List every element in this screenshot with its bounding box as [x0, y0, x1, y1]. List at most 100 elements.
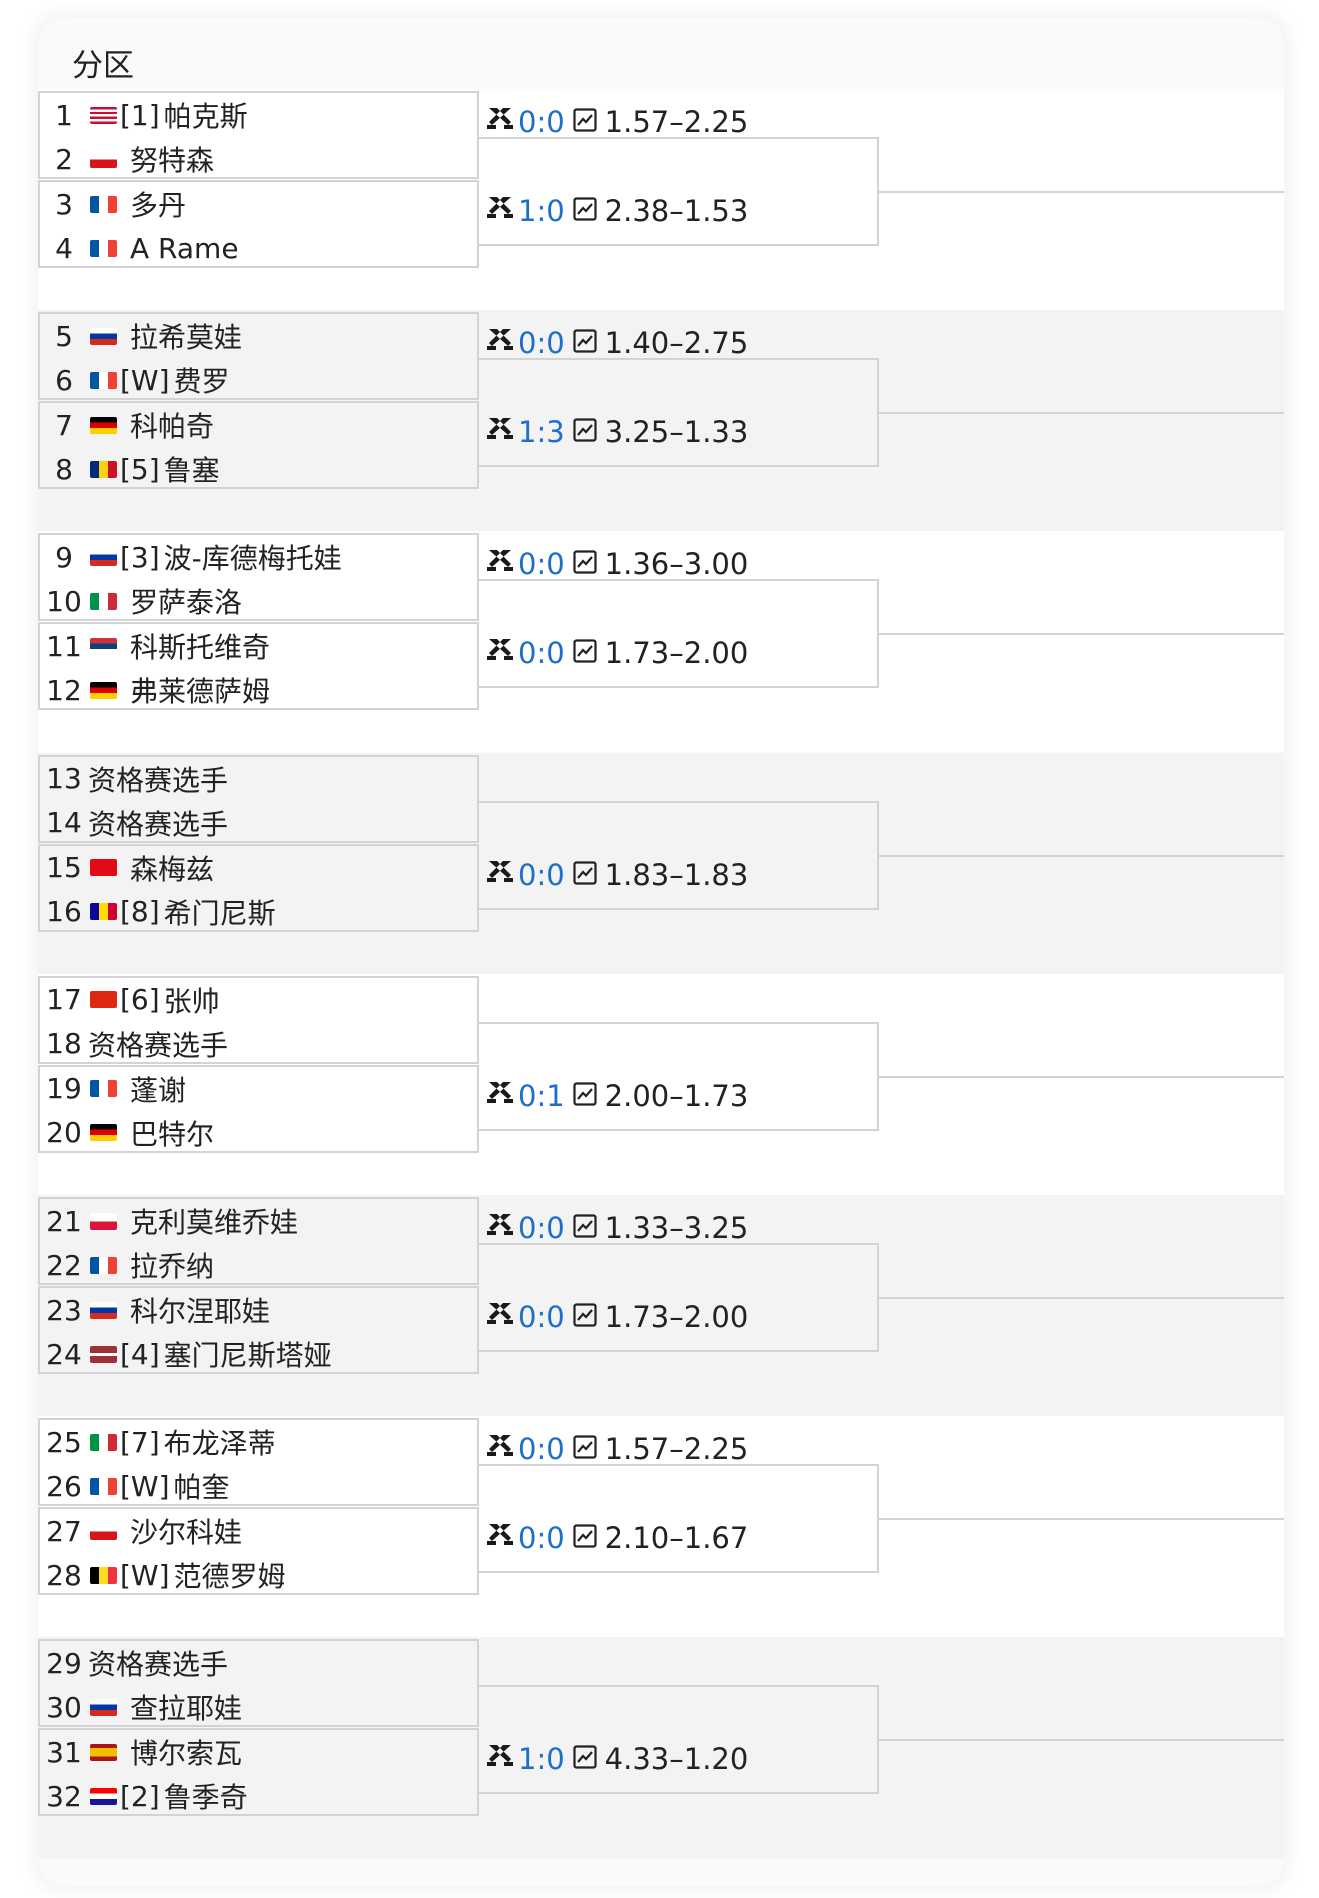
match-score[interactable]: 0:0 — [518, 547, 565, 582]
player-row[interactable]: 26[W]帕奎 — [40, 1464, 477, 1508]
match-score[interactable]: 0:0 — [518, 1300, 565, 1334]
player-draw-number: 7 — [55, 408, 73, 442]
chart-line-icon[interactable] — [573, 326, 597, 360]
player-name: 拉希莫娃 — [130, 321, 243, 355]
crossed-swords-icon — [486, 547, 514, 581]
player-draw-number: 21 — [46, 1204, 82, 1238]
chart-line-icon[interactable] — [573, 415, 597, 449]
chart-line-icon[interactable] — [573, 547, 597, 581]
player-row[interactable]: 28[W]范德罗姆 — [40, 1553, 477, 1597]
player-seed: [W] — [120, 1469, 170, 1503]
player-row[interactable]: 24[4]塞门尼斯塔娅 — [40, 1332, 477, 1376]
player-name: 费罗 — [173, 365, 230, 399]
chart-line-icon[interactable] — [573, 1742, 597, 1776]
player-row[interactable]: 16[8]希门尼斯 — [40, 890, 477, 934]
match-score[interactable]: 0:0 — [518, 1521, 565, 1556]
bracket-connector — [479, 579, 879, 689]
match-score[interactable]: 0:0 — [518, 105, 565, 139]
flag-france-icon — [90, 1477, 117, 1495]
player-row[interactable]: 1[1]帕克斯 — [40, 93, 477, 137]
player-draw-number: 27 — [46, 1514, 82, 1548]
match-score[interactable]: 0:0 — [518, 857, 565, 892]
flag-germany-icon — [90, 681, 117, 699]
player-name: 沙尔科娃 — [130, 1516, 243, 1550]
player-draw-number: 19 — [46, 1072, 82, 1106]
player-row[interactable]: 8[5]鲁塞 — [40, 447, 477, 491]
chart-line-icon[interactable] — [573, 858, 597, 892]
match-score[interactable]: 0:1 — [518, 1078, 565, 1113]
chart-line-icon[interactable] — [573, 105, 597, 139]
player-row[interactable]: 27 沙尔科娃 — [40, 1509, 477, 1553]
player-draw-number: 9 — [55, 540, 73, 574]
match-info[interactable]: 1:0 4.33–1.20 — [486, 1739, 748, 1779]
match-score[interactable]: 1:3 — [518, 415, 565, 450]
chart-line-icon[interactable] — [573, 1521, 597, 1555]
chart-line-icon[interactable] — [573, 636, 597, 670]
section-title: 分区 — [72, 48, 134, 84]
match-score[interactable]: 0:0 — [518, 1211, 565, 1245]
match-score[interactable]: 0:0 — [518, 636, 565, 671]
match-score[interactable]: 0:0 — [518, 1432, 565, 1467]
crossed-swords-icon — [486, 636, 514, 670]
chart-line-icon[interactable] — [573, 1432, 597, 1466]
crossed-swords-icon — [486, 1300, 514, 1334]
match-odds: 4.33–1.20 — [604, 1742, 749, 1777]
player-name: 资格赛选手 — [88, 1648, 229, 1682]
player-name: A Rame — [130, 231, 239, 265]
crossed-swords-icon — [486, 1432, 514, 1466]
player-row[interactable]: 25[7]布龙泽蒂 — [40, 1420, 477, 1464]
chart-line-icon[interactable] — [573, 1300, 597, 1334]
bracket-connector — [479, 1021, 879, 1131]
match-score[interactable]: 1:0 — [518, 194, 565, 228]
chart-line-icon[interactable] — [573, 1211, 597, 1245]
player-row[interactable]: 32[2]鲁季奇 — [40, 1774, 477, 1818]
player-row[interactable]: 9[3]波-库德梅托娃 — [40, 535, 477, 579]
chart-line-icon[interactable] — [573, 194, 597, 228]
player-row[interactable]: 6[W]费罗 — [40, 358, 477, 402]
player-name: 帕克斯 — [163, 100, 248, 133]
chart-line-icon[interactable] — [573, 1079, 597, 1113]
player-seed: [1] — [120, 98, 160, 132]
player-row[interactable]: 17[6]张帅 — [40, 978, 477, 1022]
bracket-connector — [479, 1243, 879, 1352]
match-score[interactable]: 1:0 — [518, 1742, 565, 1777]
match-score[interactable]: 0:0 — [518, 326, 565, 361]
